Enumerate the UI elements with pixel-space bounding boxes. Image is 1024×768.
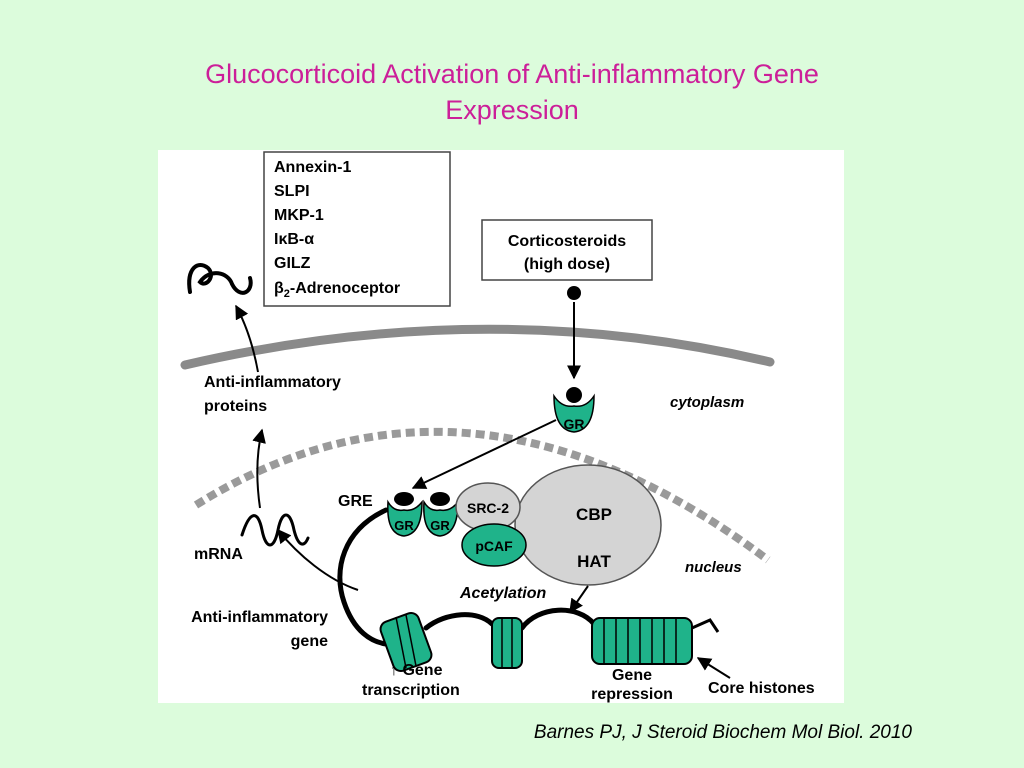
gene-transcription-line2: transcription xyxy=(362,682,460,699)
nucleosome-transcription xyxy=(379,611,433,673)
mechanism-diagram: Annexin-1 SLPI MKP-1 IκB-α GILZ β2-Adren… xyxy=(158,150,844,703)
anti-inflammatory-gene-line2: gene xyxy=(291,633,328,650)
gr-label-cytoplasm: GR xyxy=(564,416,585,432)
src2-label: SRC-2 xyxy=(467,500,509,516)
gene-transcription-line1: ↑ Gene xyxy=(390,662,443,679)
hat-label: HAT xyxy=(577,552,611,571)
mrna-squiggle-icon xyxy=(240,513,310,547)
nuclear-membrane xyxy=(193,427,771,564)
protein-beta2-adrenoceptor: β2-Adrenoceptor xyxy=(274,280,400,300)
gene-to-mrna-arrow xyxy=(277,528,359,591)
mrna-to-protein-arrow xyxy=(252,428,266,509)
cbp-label: CBP xyxy=(576,505,612,524)
gene-repression-line1: Gene xyxy=(612,667,652,684)
corticosteroids-box xyxy=(481,219,653,281)
gre-label: GRE xyxy=(338,493,373,510)
protein-slpi: SLPI xyxy=(274,183,310,200)
core-histones-label: Core histones xyxy=(708,680,815,697)
anti-inflammatory-proteins-line2: proteins xyxy=(204,398,267,415)
condensed-chromatin xyxy=(591,617,720,665)
slide-title-line2: Expression xyxy=(445,95,579,125)
dna-strand xyxy=(337,507,597,647)
cbp-hat-complex xyxy=(514,464,662,586)
anti-inflammatory-proteins-line1: Anti-inflammatory xyxy=(204,374,341,391)
gr-label-dimer-right: GR xyxy=(430,518,450,533)
protein-annexin-1: Annexin-1 xyxy=(274,159,351,176)
slide-title: Glucocorticoid Activation of Anti-inflam… xyxy=(62,56,962,128)
protein-squiggle-icon xyxy=(187,263,253,295)
protein-list-box xyxy=(263,151,451,307)
pcaf-coactivator xyxy=(461,523,527,567)
citation: Barnes PJ, J Steroid Biochem Mol Biol. 2… xyxy=(533,722,912,743)
acetylation-arrow xyxy=(569,585,589,614)
anti-inflammatory-gene-line1: Anti-inflammatory xyxy=(191,609,328,626)
gr-translocation-arrow xyxy=(411,419,557,489)
core-histones-arrow xyxy=(696,657,731,679)
pcaf-label: pCAF xyxy=(475,538,513,554)
protein-ikb-alpha: IκB-α xyxy=(274,231,314,248)
gr-label-dimer-left: GR xyxy=(394,518,414,533)
nucleus-label: nucleus xyxy=(685,559,742,576)
diagram-svg: Annexin-1 SLPI MKP-1 IκB-α GILZ β2-Adren… xyxy=(180,151,815,703)
cytoplasmic-gr: GR xyxy=(553,387,595,433)
gene-repression-line2: repression xyxy=(591,686,673,703)
cell-membrane xyxy=(180,324,775,370)
corticosteroids-label-line2: (high dose) xyxy=(524,256,610,273)
acetylation-label: Acetylation xyxy=(459,585,546,602)
protein-gilz: GILZ xyxy=(274,255,311,272)
protein-mkp-1: MKP-1 xyxy=(274,207,324,224)
corticosteroids-label-line1: Corticosteroids xyxy=(508,233,626,250)
steroid-ligand-dot xyxy=(567,286,581,300)
slide-title-line1: Glucocorticoid Activation of Anti-inflam… xyxy=(205,59,819,89)
nucleosome-middle xyxy=(491,617,523,669)
cytoplasm-label: cytoplasm xyxy=(670,394,744,411)
gr-dimer: GR GR xyxy=(387,492,459,537)
protein-secretion-arrow xyxy=(235,304,259,373)
mrna-label: mRNA xyxy=(194,546,243,563)
